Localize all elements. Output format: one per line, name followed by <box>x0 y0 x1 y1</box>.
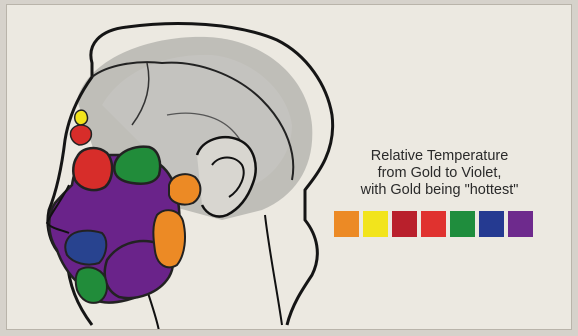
figure-frame: Relative Temperature from Gold to Violet… <box>6 4 572 330</box>
color-legend-swatches <box>334 211 533 237</box>
zone-gold-temple <box>169 174 200 204</box>
zone-gold-jaw <box>153 210 185 267</box>
zone-yellow-forehead <box>75 110 88 125</box>
caption-line-2: from Gold to Violet, <box>332 165 547 182</box>
zone-red-eye <box>73 148 112 190</box>
legend-swatch <box>334 211 359 237</box>
zone-blue-mouth <box>65 231 106 265</box>
caption-line-1: Relative Temperature <box>332 148 547 165</box>
legend-caption: Relative Temperature from Gold to Violet… <box>332 148 547 199</box>
legend-swatch <box>363 211 388 237</box>
legend-swatch <box>421 211 446 237</box>
legend-swatch <box>479 211 504 237</box>
legend-swatch <box>392 211 417 237</box>
zone-red-forehead <box>70 125 91 145</box>
legend-swatch <box>508 211 533 237</box>
caption-line-3: with Gold being "hottest" <box>332 182 547 199</box>
legend-swatch <box>450 211 475 237</box>
zone-green-chin <box>76 267 107 302</box>
